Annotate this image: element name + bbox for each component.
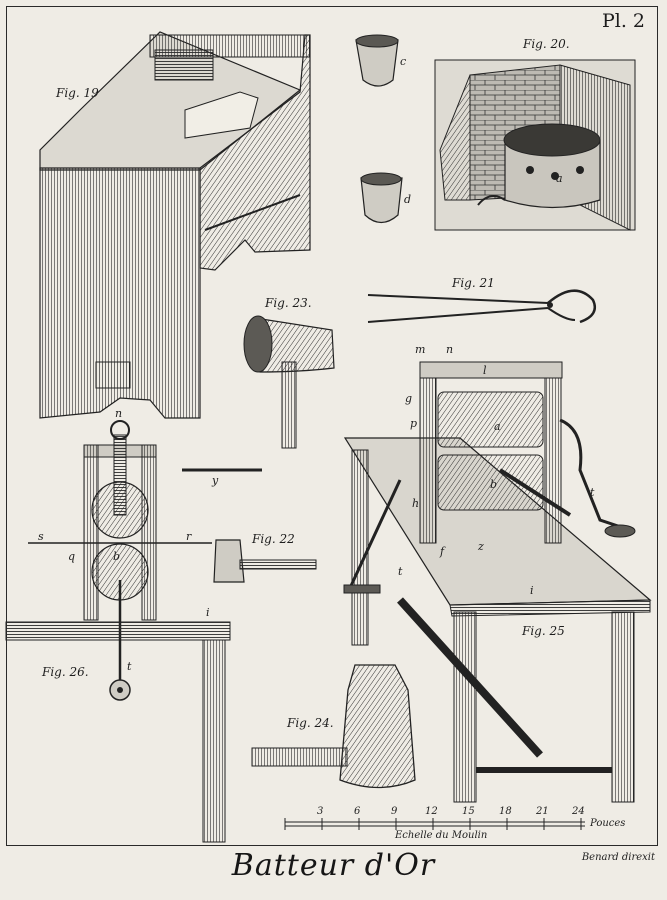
- scale-tick-12: 12: [425, 806, 438, 817]
- fig20-furnace: [434, 59, 636, 231]
- letter-t-fig26: t: [127, 660, 132, 673]
- letter-f: f: [440, 545, 445, 558]
- crucible-d: [360, 172, 403, 224]
- letter-g: g: [405, 392, 413, 405]
- fig21-tongs: [367, 289, 597, 324]
- scale-tick-9: 9: [391, 806, 398, 817]
- letter-a-furnace: a: [556, 172, 563, 185]
- label-fig20: Fig. 20.: [523, 37, 570, 51]
- letter-b-fig26: b: [113, 550, 121, 563]
- label-fig19: Fig. 19: [56, 86, 99, 100]
- letter-q: q: [68, 550, 76, 563]
- letter-i-fig26: i: [206, 606, 210, 619]
- scale-tick-6: 6: [354, 806, 361, 817]
- plate-number: Pl. 2: [601, 10, 645, 32]
- label-fig23: Fig. 23.: [265, 296, 312, 310]
- letter-p: p: [410, 417, 418, 430]
- letter-b-mill: b: [490, 478, 498, 491]
- letter-z: z: [478, 540, 484, 553]
- fig24-anvil: [251, 664, 416, 789]
- fig22-small-hammer: [213, 539, 317, 583]
- engraver-signature: Benard direxit: [581, 852, 655, 863]
- letter-s: s: [38, 530, 44, 543]
- label-fig21: Fig. 21: [452, 276, 495, 290]
- crucible-c: [355, 34, 399, 87]
- letter-h: h: [412, 497, 420, 510]
- label-fig26: Fig. 26.: [42, 665, 89, 679]
- label-fig22: Fig. 22: [252, 532, 295, 546]
- fig26-mill: [5, 420, 231, 843]
- scale-tick-21: 21: [536, 806, 549, 817]
- letter-d: d: [404, 193, 412, 206]
- fig19-workbench: [39, 31, 311, 419]
- plate-title: Batteur d'Or: [231, 848, 436, 883]
- letter-t-lever: t: [398, 565, 403, 578]
- letter-m: m: [415, 343, 426, 356]
- letter-t-crank: t: [590, 486, 595, 499]
- letter-n: n: [446, 343, 454, 356]
- letter-r: r: [186, 530, 192, 543]
- scale-bar: [284, 818, 585, 830]
- scale-tick-15: 15: [462, 806, 475, 817]
- letter-n-fig26: n: [115, 407, 123, 420]
- letter-y: y: [212, 474, 219, 487]
- label-fig24: Fig. 24.: [287, 716, 334, 730]
- label-fig25: Fig. 25: [522, 624, 565, 638]
- letter-a-mill: a: [494, 420, 501, 433]
- fig23-hammer: [243, 315, 335, 449]
- scale-unit: Pouces: [590, 818, 626, 829]
- scale-tick-18: 18: [499, 806, 512, 817]
- scale-caption: Echelle du Moulin: [395, 830, 488, 841]
- letter-c: c: [400, 55, 407, 68]
- fig25-table-mill: [343, 361, 652, 803]
- letter-l: l: [483, 364, 487, 377]
- scale-tick-3: 3: [317, 806, 324, 817]
- letter-i-table: i: [530, 584, 534, 597]
- scale-tick-24: 24: [572, 806, 585, 817]
- plate-border: [6, 6, 658, 846]
